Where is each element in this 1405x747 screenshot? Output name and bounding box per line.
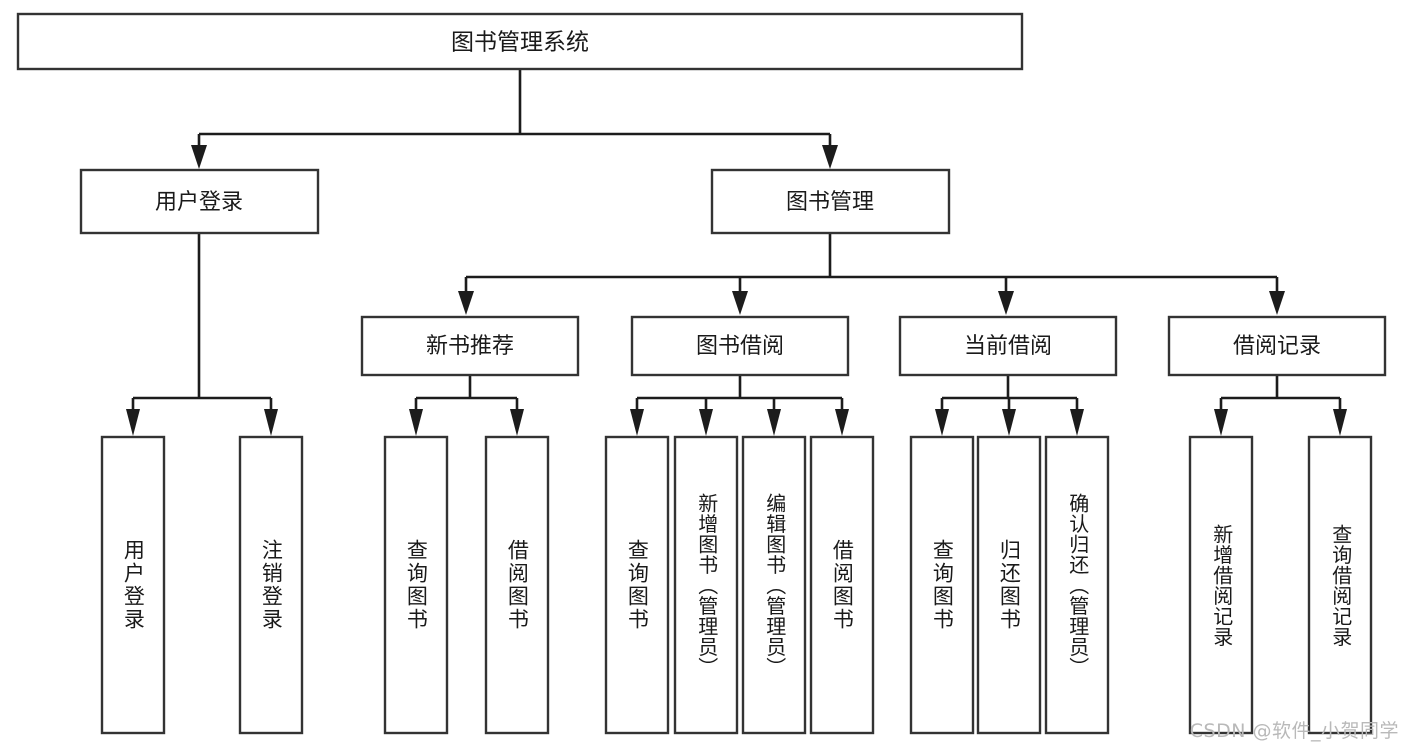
arrow-head-book-manage — [822, 145, 838, 169]
arrow-head-leaf-query-record — [1333, 409, 1347, 436]
arrow-head-leaf-borrow-book-2 — [835, 409, 849, 436]
node-root-label: 图书管理系统 — [451, 30, 589, 56]
arrow-head-leaf-query-book-1 — [409, 409, 423, 436]
leaf-borrow-book-1-box[interactable] — [484, 435, 550, 735]
node-book-manage-label: 图书管理 — [786, 190, 874, 215]
leaf-add-book-box[interactable] — [673, 435, 739, 735]
arrow-head-book-borrow — [732, 291, 748, 315]
arrow-head-borrow-record — [1269, 291, 1285, 315]
node-root[interactable]: 图书管理系统 — [16, 12, 1024, 71]
leaf-confirm-return-box[interactable] — [1044, 435, 1110, 735]
arrow-head-new-book-rec — [458, 291, 474, 315]
leaf-return-book-box[interactable] — [976, 435, 1042, 735]
connector-group-root — [191, 69, 838, 169]
leaf-query-record-box[interactable] — [1307, 435, 1373, 735]
connector-group-new-book-rec — [409, 375, 524, 436]
connector-group-borrow-record — [1214, 375, 1347, 436]
node-borrow-record[interactable]: 借阅记录 — [1167, 315, 1387, 377]
leaf-user-login-box[interactable] — [100, 435, 166, 735]
arrow-head-leaf-logout — [264, 409, 278, 436]
node-book-borrow-label: 图书借阅 — [696, 334, 784, 359]
node-book-manage[interactable]: 图书管理 — [710, 168, 951, 235]
node-user-login-label: 用户登录 — [155, 190, 243, 215]
csdn-watermark: CSDN @软件_小贺同学 — [1189, 720, 1399, 742]
node-root-box[interactable] — [16, 12, 1024, 71]
arrow-head-leaf-add-book — [699, 409, 713, 436]
node-current-borrow-label: 当前借阅 — [964, 334, 1052, 359]
arrow-head-leaf-edit-book — [767, 409, 781, 436]
node-borrow-record-label: 借阅记录 — [1233, 334, 1321, 359]
connector-group-current-borrow — [935, 375, 1084, 436]
arrow-head-leaf-return-book — [1002, 409, 1016, 436]
arrow-head-leaf-borrow-book-1 — [510, 409, 524, 436]
node-book-borrow[interactable]: 图书借阅 — [630, 315, 850, 377]
leaf-query-book-1-box[interactable] — [383, 435, 449, 735]
connector-group-book-manage — [458, 233, 1285, 315]
arrow-head-user-login — [191, 145, 207, 169]
node-book-manage-box[interactable] — [710, 168, 951, 235]
arrow-head-leaf-query-book-3 — [935, 409, 949, 436]
node-new-book-rec[interactable]: 新书推荐 — [360, 315, 580, 377]
leaf-query-book-2-box[interactable] — [604, 435, 670, 735]
node-user-login-box[interactable] — [79, 168, 320, 235]
node-book-borrow-box[interactable] — [630, 315, 850, 377]
node-current-borrow-box[interactable] — [898, 315, 1118, 377]
leaf-logout-box[interactable] — [238, 435, 304, 735]
leaf-add-record-box[interactable] — [1188, 435, 1254, 735]
leaf-query-book-3-box[interactable] — [909, 435, 975, 735]
arrow-head-current-borrow — [998, 291, 1014, 315]
node-borrow-record-box[interactable] — [1167, 315, 1387, 377]
leaf-boxes — [100, 435, 1373, 735]
connector-group-book-borrow — [630, 375, 849, 436]
arrow-head-leaf-add-record — [1214, 409, 1228, 436]
node-new-book-rec-label: 新书推荐 — [426, 334, 514, 359]
connector-group-user-login — [126, 233, 278, 436]
node-user-login[interactable]: 用户登录 — [79, 168, 320, 235]
arrow-head-leaf-user-login — [126, 409, 140, 436]
arrow-head-leaf-confirm-return — [1070, 409, 1084, 436]
leaf-borrow-book-2-box[interactable] — [809, 435, 875, 735]
leaf-edit-book-box[interactable] — [741, 435, 807, 735]
node-current-borrow[interactable]: 当前借阅 — [898, 315, 1118, 377]
node-new-book-rec-box[interactable] — [360, 315, 580, 377]
arrow-head-leaf-query-book-2 — [630, 409, 644, 436]
